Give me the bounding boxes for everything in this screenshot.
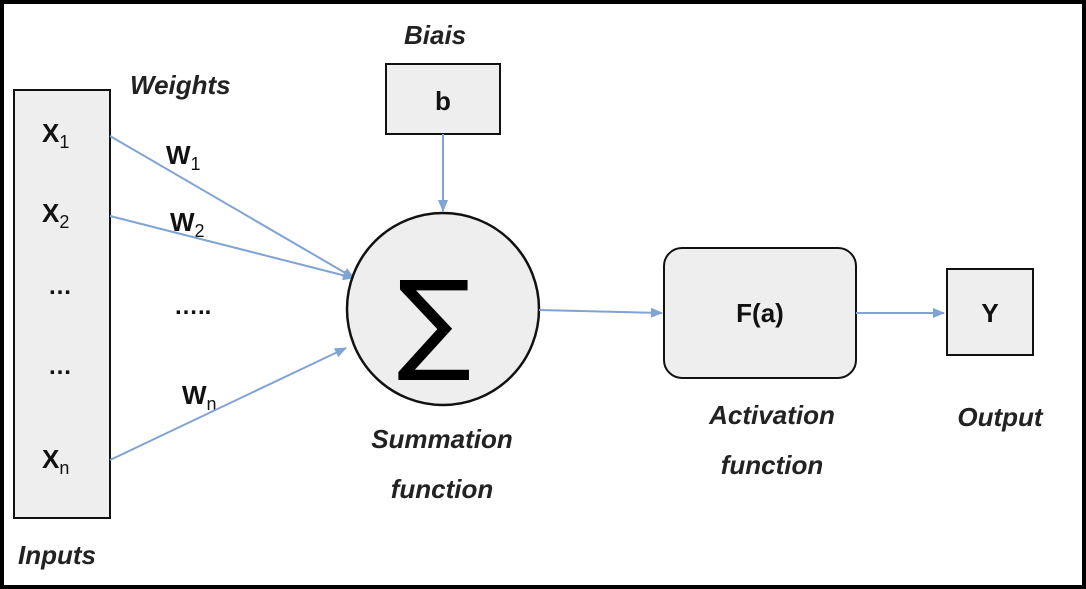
- output-box: [946, 268, 1034, 356]
- summation-node: [345, 211, 541, 407]
- output-value: Y: [981, 298, 998, 328]
- weights-caption: Weights: [130, 70, 231, 100]
- arrow-x2-to-sum: [109, 215, 355, 281]
- summation-symbol: ∑: [397, 257, 471, 385]
- perceptron-diagram: X1 X2 … … Xn Inputs Weights W1 W2 ….. Wn…: [13, 20, 1044, 570]
- summation-caption-line2: function: [391, 474, 494, 504]
- bias-caption: Biais: [404, 20, 466, 50]
- weight-wn: Wn: [182, 380, 217, 414]
- weights-ellipsis: …..: [174, 293, 211, 320]
- activation-value: F(a): [736, 298, 784, 328]
- output-caption: Output: [957, 402, 1044, 432]
- activation-caption-line2: function: [721, 450, 824, 480]
- diagram-canvas: X1 X2 … … Xn Inputs Weights W1 W2 ….. Wn…: [4, 4, 1082, 585]
- activation-caption-line1: Activation: [708, 400, 835, 430]
- arrow-sum-to-activation: [538, 307, 663, 318]
- arrow-x1-to-sum: [109, 135, 355, 279]
- input-ellipsis-1: …: [48, 273, 72, 300]
- inputs-caption: Inputs: [18, 540, 96, 570]
- weight-w1: W1: [166, 140, 201, 174]
- input-ellipsis-2: …: [48, 353, 72, 380]
- bias-value: b: [435, 86, 451, 116]
- inputs-box: [13, 89, 111, 519]
- input-xn: Xn: [42, 444, 69, 478]
- arrow-xn-to-sum: [109, 347, 347, 461]
- input-x1: X1: [42, 118, 69, 152]
- input-x2: X2: [42, 198, 69, 232]
- summation-caption-line1: Summation: [371, 424, 513, 454]
